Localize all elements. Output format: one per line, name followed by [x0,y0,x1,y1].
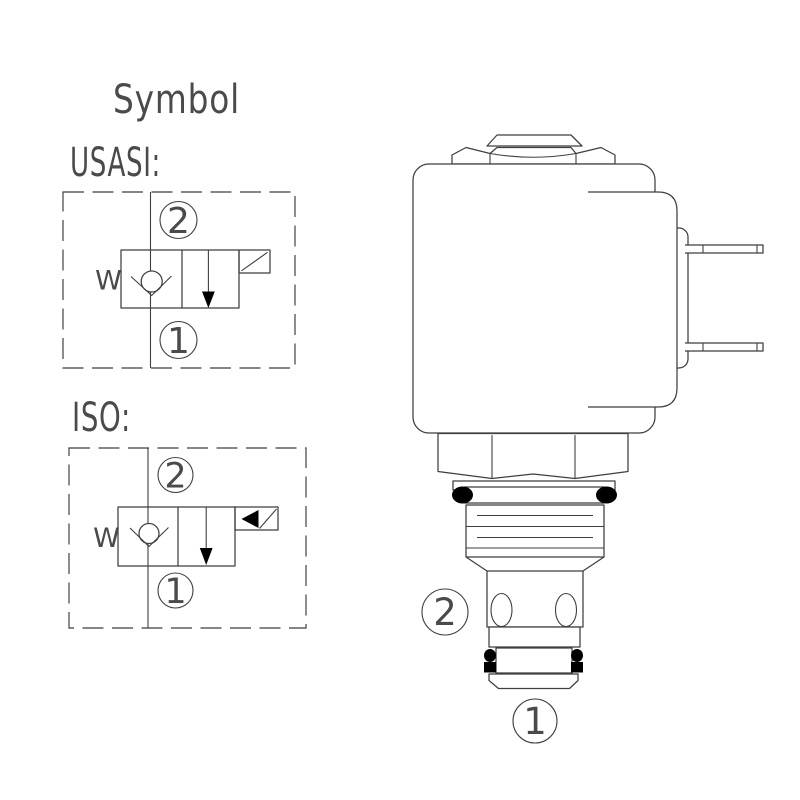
usasi-label: USASI: [70,140,161,186]
coil-nut [451,146,616,165]
valve-port-1-circle [512,698,558,744]
usasi-solenoid-box [238,249,271,274]
cartridge-nose [488,673,579,690]
iso-solenoid-slash [259,508,277,529]
valve-side-view: 2 1 [412,134,764,744]
valve-port-2-circle [421,588,469,636]
iso-check-valve-seat [129,527,169,548]
usasi-port-2-number: 2 [167,201,190,242]
valve-port-1-number: 1 [523,700,547,743]
iso-port-2-number: 2 [164,457,186,497]
iso-flow-arrow-head [199,548,213,565]
iso-port-1-number: 1 [164,572,186,612]
usasi-port-1-circle [159,320,198,360]
backup-ring-right [571,662,583,673]
terminal-blade-bottom [685,342,764,352]
lower-o-ring-right [571,649,583,662]
iso-spring-symbol: W [93,523,120,554]
connector-housing [588,191,678,408]
iso-label: ISO: [72,395,131,441]
o-ring-section-left [452,486,473,504]
usasi-solenoid-slash [241,251,268,272]
usasi-symbol: W 2 1 [62,191,296,369]
iso-envelope-dashed-box [68,447,307,629]
lower-o-ring-left [484,649,496,662]
drawing-title: Symbol [113,77,240,123]
valve-top-cap [486,134,583,147]
threaded-section [465,504,605,572]
usasi-spring-symbol: W [95,266,122,297]
port-section [486,570,584,628]
iso-solenoid-box [234,506,279,531]
terminal-blade-top [685,244,764,254]
iso-port-2-circle [157,456,194,494]
usasi-port-1-number: 1 [167,321,190,362]
usasi-envelope-dashed-box [62,191,296,369]
iso-symbol: W 2 1 [68,447,307,629]
upper-o-ring [452,486,617,504]
usasi-check-valve-seat [130,275,172,297]
iso-solenoid-triangle [241,510,259,528]
o-ring-section-right [596,486,617,504]
usasi-check-valve-ball [140,270,163,293]
iso-check-valve-ball [138,522,160,545]
backup-ring-left [484,662,496,673]
iso-port-1-circle [157,572,194,609]
usasi-valve-body-box [120,249,240,309]
lower-seal-gland [484,647,583,674]
usasi-port-2-circle [159,200,198,240]
usasi-flow-arrow-head [202,291,215,308]
valve-port-2-number: 2 [433,591,457,634]
pilot-band [488,626,581,648]
iso-valve-body-box [117,506,236,567]
valve-hex [437,432,629,480]
